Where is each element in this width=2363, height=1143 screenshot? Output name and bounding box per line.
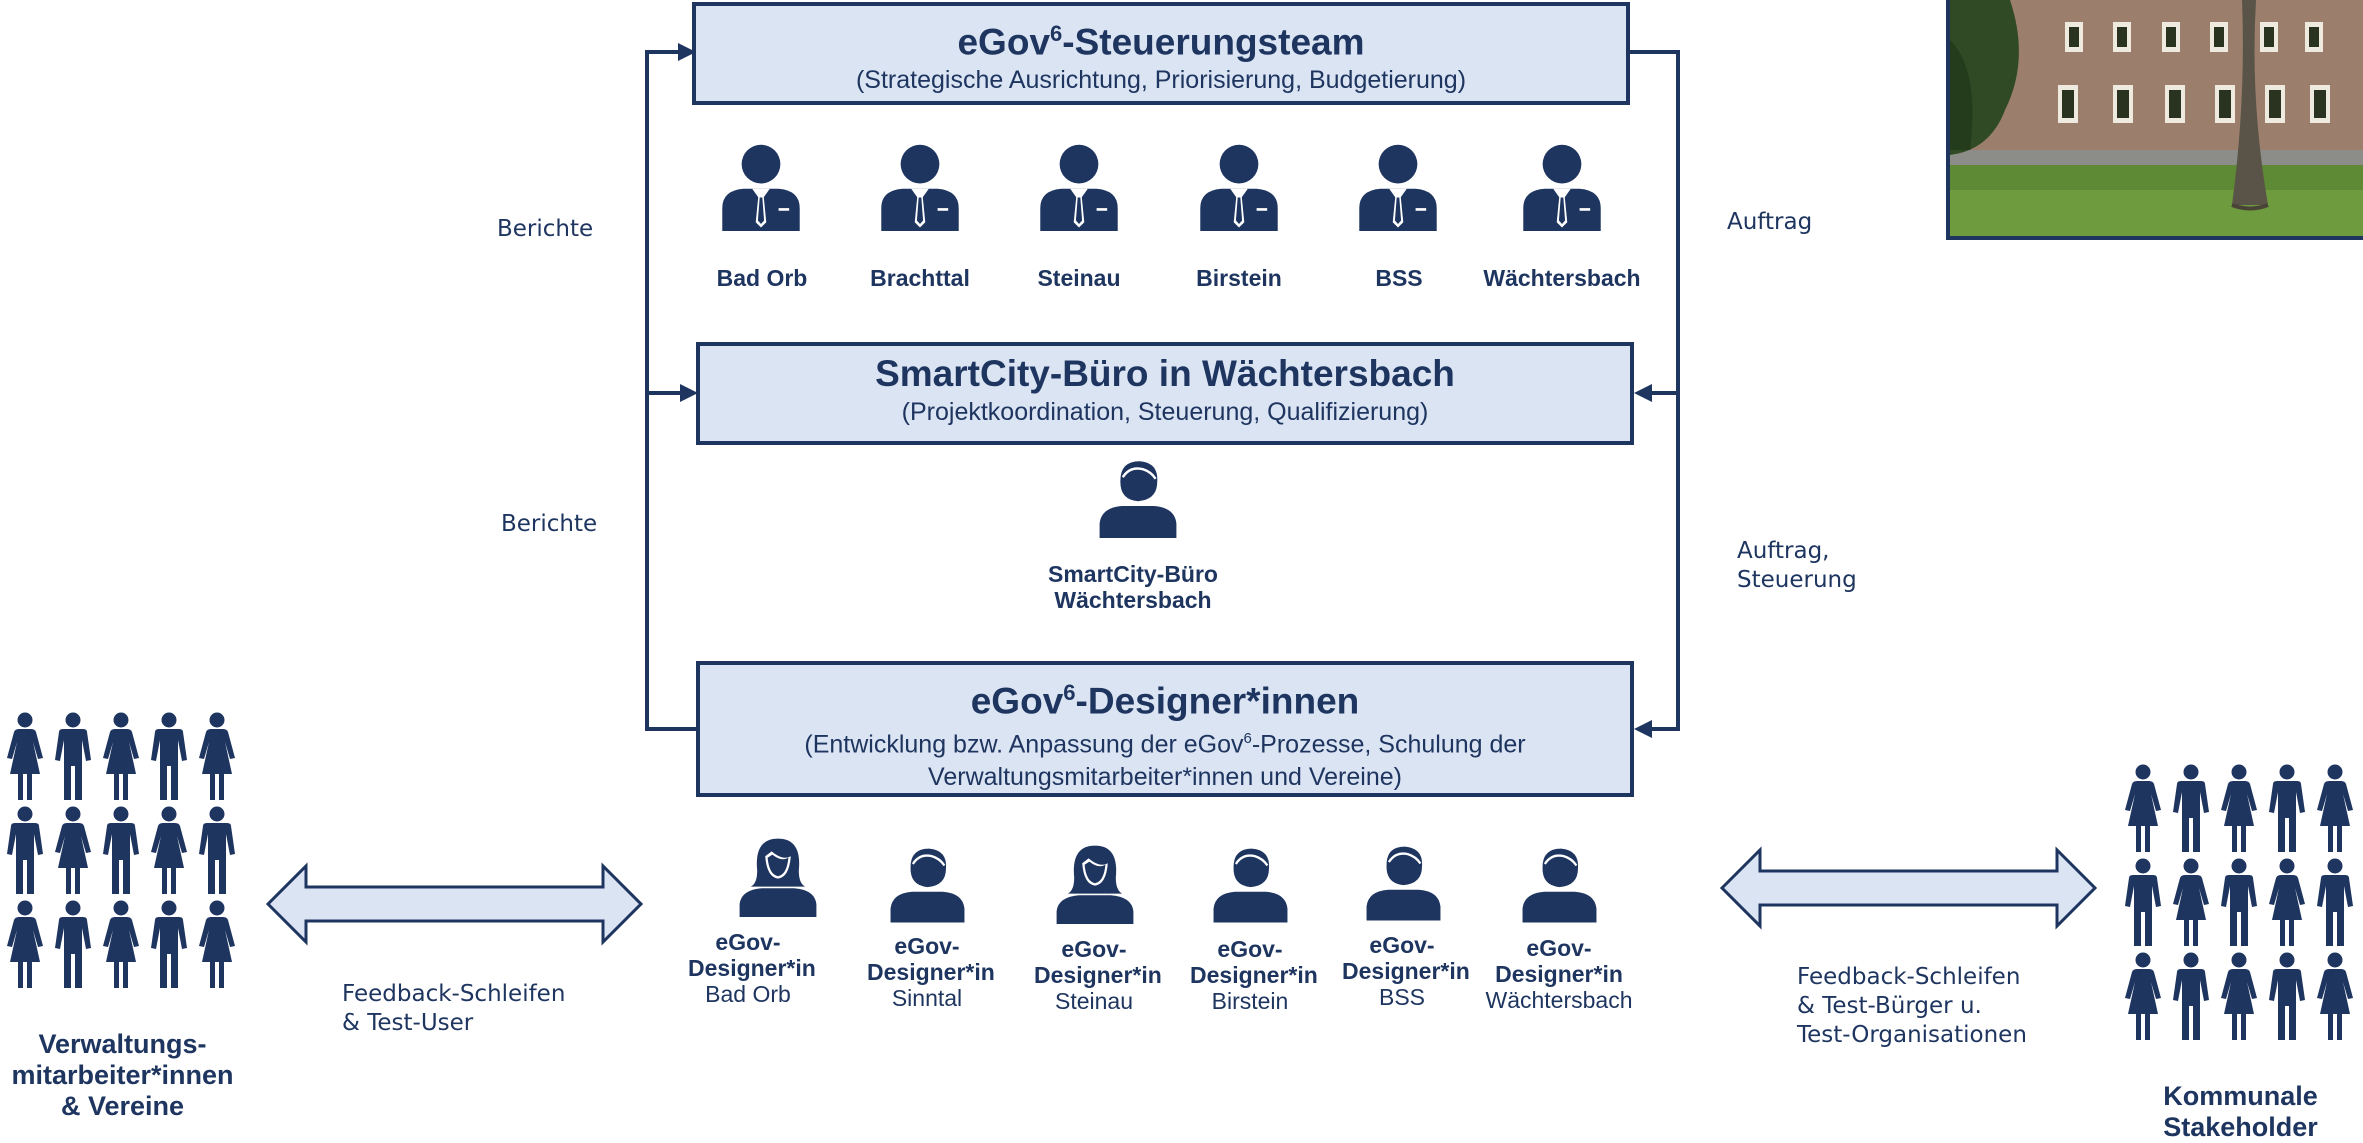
woman-figure-icon xyxy=(2123,952,2163,1042)
smartcity-box: SmartCity-Büro in Wächtersbach (Projektk… xyxy=(696,342,1634,445)
arrowhead-berichte-top xyxy=(678,43,696,61)
businessman-icon xyxy=(876,140,964,234)
man-figure-icon xyxy=(5,806,45,896)
man-figure-icon xyxy=(197,806,237,896)
arrowhead-auftrag-mid xyxy=(1634,384,1652,402)
steering-member-label: Wächtersbach xyxy=(1483,265,1641,291)
man-figure-icon xyxy=(2219,858,2259,948)
man-figure-icon xyxy=(2123,858,2163,948)
feedback-double-arrow-right xyxy=(1719,846,2098,930)
feedback-double-arrow-left xyxy=(265,862,644,946)
steering-member-label: BSS xyxy=(1375,265,1423,291)
smartcity-title: SmartCity-Büro in Wächtersbach xyxy=(875,353,1455,394)
designers-subtitle-line1: (Entwicklung bzw. Anpassung der eGov6-Pr… xyxy=(804,730,1526,759)
man-figure-icon xyxy=(149,712,189,802)
berichte-label-top: Berichte xyxy=(497,216,594,242)
building-photo-drawing xyxy=(1950,0,2363,236)
person-icon xyxy=(1365,840,1442,924)
businessman-icon xyxy=(1354,140,1442,234)
man-figure-icon xyxy=(2315,858,2355,948)
woman-figure-icon xyxy=(2315,952,2355,1042)
designers-subtitle-line2: Verwaltungsmitarbeiter*innen und Vereine… xyxy=(928,762,1402,791)
woman-figure-icon xyxy=(5,712,45,802)
arrowhead-berichte-mid xyxy=(680,384,698,402)
stakeholder-crowd-right xyxy=(2118,764,2363,1044)
smartcity-subtitle: (Projektkoordination, Steuerung, Qualifi… xyxy=(901,398,1429,426)
steering-team-box: eGov6-Steuerungsteam (Strategische Ausri… xyxy=(692,2,1630,105)
steering-member-label: Birstein xyxy=(1196,265,1282,291)
auftrag-label-mid: Auftrag, Steuerung xyxy=(1737,538,1857,593)
woman-figure-icon xyxy=(197,712,237,802)
berichte-label-mid: Berichte xyxy=(501,511,598,537)
person-icon xyxy=(889,842,966,926)
steering-team-title: eGov6-Steuerungsteam xyxy=(957,21,1365,63)
woman-figure-icon xyxy=(197,900,237,990)
woman-figure-icon xyxy=(101,712,141,802)
businessman-icon xyxy=(1035,140,1123,234)
auftrag-connector xyxy=(1630,50,1680,731)
businessman-icon xyxy=(1518,140,1606,234)
designers-title: eGov6-Designer*innen xyxy=(970,680,1360,722)
feedback-label-left: Feedback-Schleifen & Test-User xyxy=(342,981,566,1036)
woman-figure-icon xyxy=(5,900,45,990)
woman-figure-icon xyxy=(2315,764,2355,854)
man-figure-icon xyxy=(2267,952,2307,1042)
man-figure-icon xyxy=(2267,764,2307,854)
steering-team-subtitle: (Strategische Ausrichtung, Priorisierung… xyxy=(855,66,1467,95)
woman-figure-icon xyxy=(2219,764,2259,854)
woman-figure-icon xyxy=(53,806,93,896)
steering-member-label: Steinau xyxy=(1037,265,1121,291)
arrowhead-auftrag-bottom xyxy=(1634,720,1652,738)
businessman-icon xyxy=(717,140,805,234)
auftrag-label-top: Auftrag xyxy=(1727,209,1813,235)
feedback-label-right: Feedback-Schleifen & Test-Bürger u. Test… xyxy=(1797,964,2027,1048)
man-figure-icon xyxy=(101,806,141,896)
steering-member-label: Bad Orb xyxy=(716,265,808,291)
staff-group-label: Verwaltungs- mitarbeiter*innen & Vereine xyxy=(11,1029,234,1121)
businessman-icon xyxy=(1195,140,1283,234)
man-figure-icon xyxy=(149,900,189,990)
building-photo xyxy=(1946,0,2363,240)
staff-crowd-left xyxy=(0,712,245,992)
woman-figure-icon xyxy=(2219,952,2259,1042)
woman-figure-icon xyxy=(101,900,141,990)
steering-member-label: Brachttal xyxy=(870,265,970,291)
woman-figure-icon xyxy=(2267,858,2307,948)
man-figure-icon xyxy=(53,900,93,990)
designers-box: eGov6-Designer*innen (Entwicklung bzw. A… xyxy=(696,661,1634,797)
man-figure-icon xyxy=(53,712,93,802)
woman-figure-icon xyxy=(149,806,189,896)
person-icon xyxy=(1521,842,1598,926)
man-figure-icon xyxy=(2171,764,2211,854)
person-icon xyxy=(1098,455,1178,541)
smartcity-person-label: SmartCity-Büro Wächtersbach xyxy=(1048,561,1218,613)
woman-figure-icon xyxy=(2171,858,2211,948)
berichte-connector xyxy=(645,50,696,731)
man-figure-icon xyxy=(2171,952,2211,1042)
woman-icon xyxy=(738,833,818,921)
woman-icon xyxy=(1055,840,1135,928)
person-icon xyxy=(1212,842,1289,926)
stakeholder-group-label: Kommunale Stakeholder xyxy=(2163,1081,2318,1142)
woman-figure-icon xyxy=(2123,764,2163,854)
